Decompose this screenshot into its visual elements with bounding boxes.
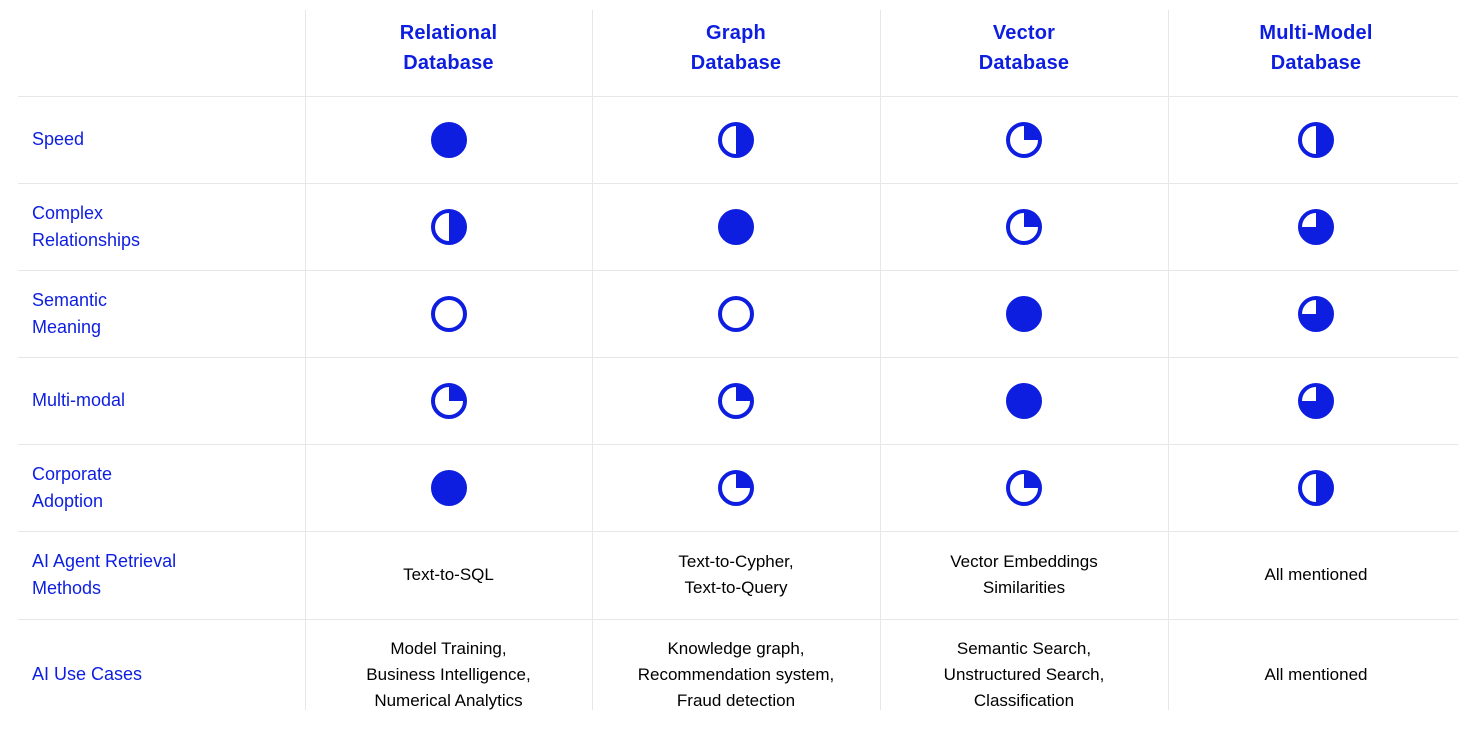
harvey-ball-icon [1298, 295, 1334, 332]
rating-cell [880, 183, 1168, 270]
harvey-ball-icon [430, 121, 467, 158]
rating-cell [305, 183, 592, 270]
row-label: Corporate Adoption [32, 463, 113, 511]
text-cell: All mentioned [1264, 565, 1368, 584]
rating-cell [305, 357, 592, 444]
rating-cell [305, 96, 592, 183]
header-row: Relational Database Graph Database Vecto… [0, 0, 1464, 96]
harvey-ball-icon [1006, 295, 1042, 332]
harvey-ball-icon [1006, 121, 1042, 158]
row-label: Speed [32, 129, 85, 149]
harvey-ball-icon [430, 469, 467, 506]
harvey-ball-icon [1298, 208, 1334, 245]
row-label: Multi-modal [32, 390, 126, 410]
table-row: AI Use Cases Model Training, Business Int… [0, 619, 1464, 730]
column-divider [305, 10, 306, 710]
rating-cell [305, 270, 592, 357]
rating-cell [592, 96, 880, 183]
text-cell: Knowledge graph, Recommendation system, … [637, 638, 835, 710]
rating-cell [880, 357, 1168, 444]
harvey-ball-icon [718, 121, 754, 158]
table-row: Corporate Adoption [0, 444, 1464, 531]
row-label: AI Agent Retrieval Methods [32, 551, 177, 598]
rating-cell [1168, 444, 1464, 531]
column-header-multi-model: Multi-Model Database [1259, 22, 1373, 74]
table-row: Multi-modal [0, 357, 1464, 444]
row-label: Complex Relationships [32, 202, 141, 250]
rating-cell [1168, 96, 1464, 183]
column-divider [1168, 10, 1169, 710]
table-row: Speed [0, 96, 1464, 183]
rating-cell [880, 96, 1168, 183]
rating-cell [592, 183, 880, 270]
rating-cell [1168, 183, 1464, 270]
text-cell: All mentioned [1264, 664, 1368, 684]
column-header-vector: Vector Database [978, 22, 1070, 74]
text-cell: Semantic Search, Unstructured Search, Cl… [943, 638, 1105, 710]
column-header-graph: Graph Database [690, 22, 782, 74]
rating-cell [305, 444, 592, 531]
rating-cell [592, 270, 880, 357]
rating-cell [592, 357, 880, 444]
harvey-ball-icon [1298, 121, 1334, 158]
harvey-ball-icon [1006, 469, 1042, 506]
harvey-ball-icon [718, 295, 754, 332]
harvey-ball-icon [430, 382, 467, 419]
text-cell: Text-to-SQL [403, 565, 494, 584]
table-row: Complex Relationships [0, 183, 1464, 270]
row-label: AI Use Cases [32, 664, 143, 684]
harvey-ball-icon [430, 295, 467, 332]
rating-cell [592, 444, 880, 531]
row-label: Semantic Meaning [32, 289, 108, 337]
table-row: Semantic Meaning [0, 270, 1464, 357]
harvey-ball-icon [718, 469, 754, 506]
harvey-ball-icon [1006, 382, 1042, 419]
text-cell: Vector Embeddings Similarities [950, 552, 1098, 597]
harvey-ball-icon [1298, 382, 1334, 419]
text-cell: Text-to-Cypher, Text-to-Query [678, 552, 794, 597]
harvey-ball-icon [718, 382, 754, 419]
rating-cell [1168, 357, 1464, 444]
rating-cell [1168, 270, 1464, 357]
column-header-relational: Relational Database [399, 22, 498, 74]
text-cell: Model Training, Business Intelligence, N… [366, 638, 531, 710]
table-row: AI Agent Retrieval Methods Text-to-SQL Tex… [0, 531, 1464, 619]
rating-cell [880, 444, 1168, 531]
rating-cell [880, 270, 1168, 357]
column-divider [880, 10, 881, 710]
harvey-ball-icon [1298, 469, 1334, 506]
harvey-ball-icon [430, 208, 467, 245]
harvey-ball-icon [718, 208, 754, 245]
column-divider [592, 10, 593, 710]
harvey-ball-icon [1006, 208, 1042, 245]
